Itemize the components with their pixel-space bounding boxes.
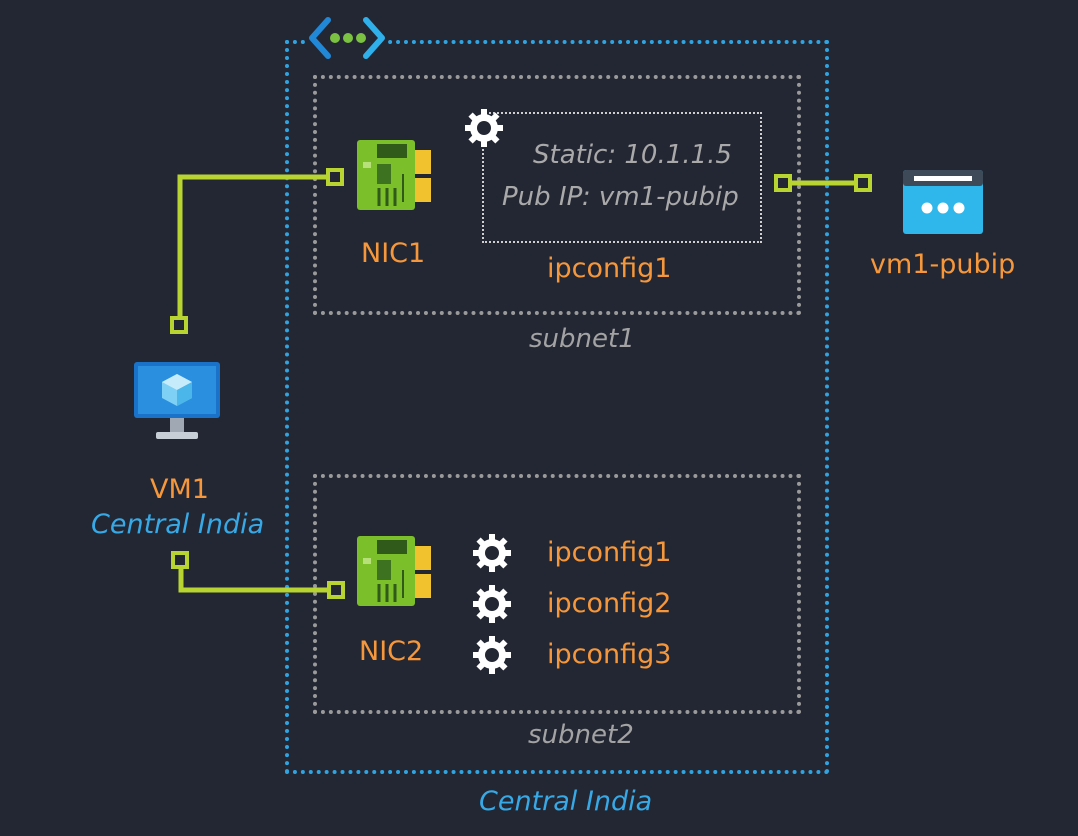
nic-icon bbox=[357, 536, 431, 606]
nic2-ipconfig-label: ipconfig2 bbox=[547, 588, 672, 619]
nic1-label: NIC1 bbox=[361, 238, 426, 269]
pub-ip-text: Pub IP: vm1-pubip bbox=[502, 182, 739, 212]
gear-icon bbox=[465, 109, 503, 147]
subnet2-boundary bbox=[313, 474, 801, 714]
vm-name-label: VM1 bbox=[150, 474, 209, 505]
gear-icon bbox=[473, 534, 511, 572]
static-ip-text: Static: 10.1.1.5 bbox=[533, 140, 732, 170]
vnet-region-label: Central India bbox=[479, 786, 653, 817]
vm-region-label: Central India bbox=[91, 509, 265, 540]
vnet-icon bbox=[306, 14, 388, 64]
connector-vm-nic1 bbox=[170, 168, 344, 334]
nic2-ipconfig-label: ipconfig3 bbox=[547, 639, 672, 670]
nic2-ipconfig-label: ipconfig1 bbox=[547, 537, 672, 568]
connector-vm-nic2 bbox=[171, 551, 345, 599]
subnet1-label: subnet1 bbox=[529, 324, 635, 354]
nic1-ipconfig-label: ipconfig1 bbox=[547, 253, 672, 284]
vnet-boundary bbox=[285, 40, 829, 774]
vm-monitor-icon bbox=[134, 362, 220, 439]
connector-ipconfig-pubip bbox=[774, 174, 872, 192]
gear-icon bbox=[473, 585, 511, 623]
ipconfig1-detail-box bbox=[482, 112, 762, 243]
public-ip-icon bbox=[903, 170, 983, 234]
nic-icon bbox=[357, 140, 431, 210]
subnet1-boundary bbox=[313, 75, 801, 315]
nic2-label: NIC2 bbox=[359, 636, 424, 667]
public-ip-label: vm1-pubip bbox=[870, 249, 1016, 280]
gear-icon bbox=[473, 636, 511, 674]
subnet2-label: subnet2 bbox=[528, 720, 634, 750]
